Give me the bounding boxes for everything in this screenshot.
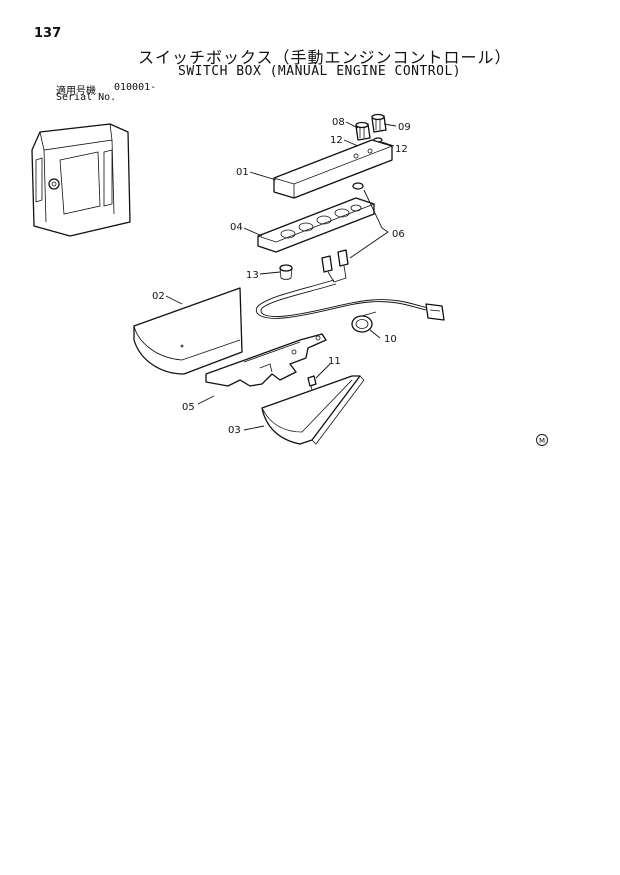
callout-10: 10 xyxy=(384,334,397,345)
side-cover-02 xyxy=(133,287,243,375)
callout-08: 08 xyxy=(332,117,345,128)
callout-01: 01 xyxy=(236,167,249,178)
clamp-10 xyxy=(351,311,377,333)
callout-04: 04 xyxy=(230,222,243,233)
leader-lines xyxy=(165,121,397,431)
front-cover-03 xyxy=(261,375,365,445)
bracket-05 xyxy=(205,333,327,387)
knob-08 xyxy=(355,121,371,141)
callout-06: 06 xyxy=(392,229,405,240)
bushing-13 xyxy=(279,264,293,280)
cover-01 xyxy=(273,139,393,199)
serial-label-english: Serial No. xyxy=(56,92,117,103)
cab-location-thumbnail xyxy=(31,123,131,237)
callout-12-left: 12 xyxy=(330,135,343,146)
callout-11: 11 xyxy=(328,356,341,367)
m-mark: M xyxy=(536,434,548,446)
page-title-english: SWITCH BOX (MANUAL ENGINE CONTROL) xyxy=(178,64,462,79)
wire-harness xyxy=(255,279,445,321)
callout-03: 03 xyxy=(228,425,241,436)
knob-09 xyxy=(371,113,387,133)
callout-13: 13 xyxy=(246,270,259,281)
page-number: 137 xyxy=(34,26,62,41)
m-mark-letter: M xyxy=(539,437,545,445)
callout-09: 09 xyxy=(398,122,411,133)
switch-plate-04 xyxy=(257,197,375,253)
callout-12-right: 12 xyxy=(395,144,408,155)
grommet-06 xyxy=(352,182,364,190)
callout-02: 02 xyxy=(152,291,165,302)
switch-assembly xyxy=(321,249,349,283)
serial-number-value: 010001- xyxy=(114,82,157,93)
serial-label-japanese: 適用号機 xyxy=(56,86,96,97)
callout-05: 05 xyxy=(182,402,195,413)
page-title-japanese: スイッチボックス（手動エンジンコントロール） xyxy=(138,48,512,67)
